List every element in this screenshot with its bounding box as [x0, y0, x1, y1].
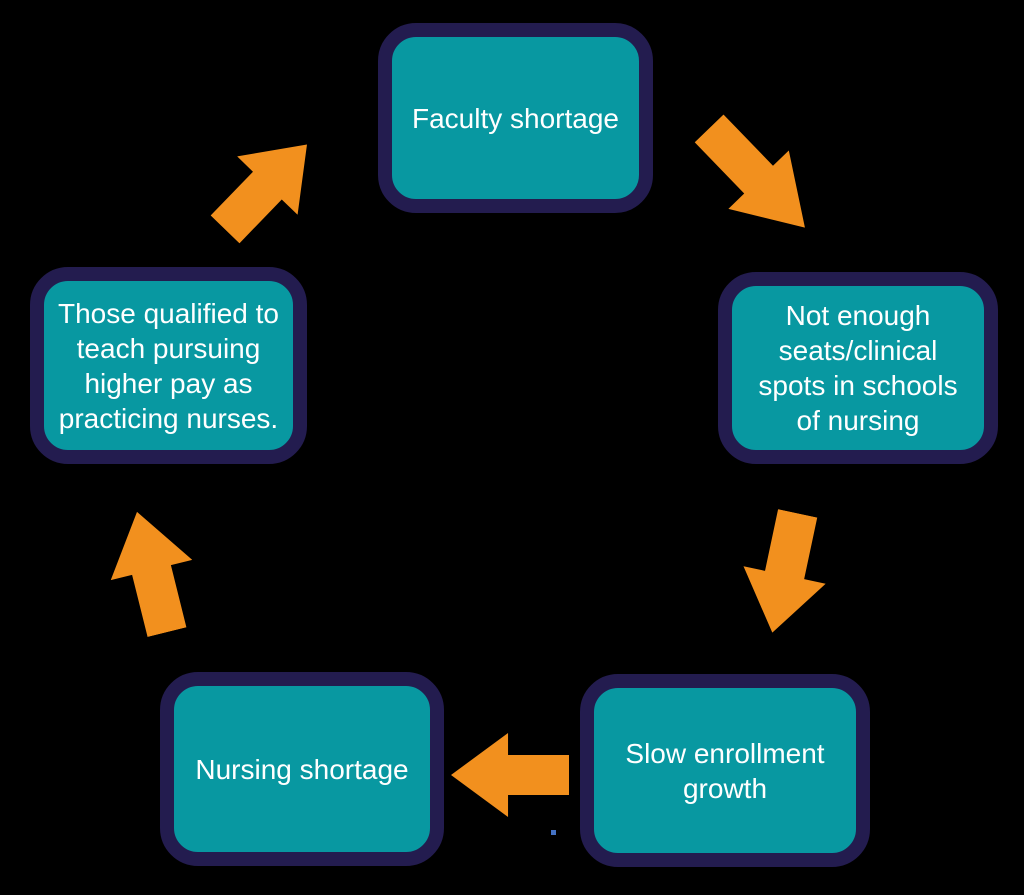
node-those-qualified: Those qualified to teach pursuing higher… — [30, 267, 307, 464]
arrow-left-icon — [451, 733, 569, 817]
node-nursing-shortage-label: Nursing shortage — [195, 753, 409, 785]
node-faculty-shortage: Faculty shortage — [378, 23, 653, 213]
node-nursing-shortage: Nursing shortage — [160, 672, 444, 866]
arrow-down-right-icon — [694, 114, 805, 228]
stray-blue-dot — [551, 830, 556, 835]
arrow-up-left-icon — [110, 511, 193, 637]
arrow-seats-to-enrollment — [731, 505, 839, 642]
arrow-enrollment-to-nursing — [451, 733, 569, 817]
node-slow-enrollment-growth: Slow enrollment growth — [580, 674, 870, 867]
node-slow-enrollment-growth-label: Slow enrollment growth — [625, 737, 825, 804]
arrow-qualified-to-faculty — [195, 115, 337, 258]
node-not-enough-seats: Not enough seats/clinical spots in schoo… — [718, 272, 998, 464]
arrow-down-left-icon — [743, 509, 826, 633]
node-faculty-shortage-label: Faculty shortage — [412, 102, 619, 134]
arrow-nursing-to-qualified — [96, 502, 208, 643]
node-those-qualified-label: Those qualified to teach pursuing higher… — [57, 297, 280, 434]
node-not-enough-seats-label: Not enough seats/clinical spots in schoo… — [758, 300, 958, 436]
arrow-up-right-icon — [210, 144, 307, 244]
arrow-faculty-to-seats — [679, 99, 835, 257]
